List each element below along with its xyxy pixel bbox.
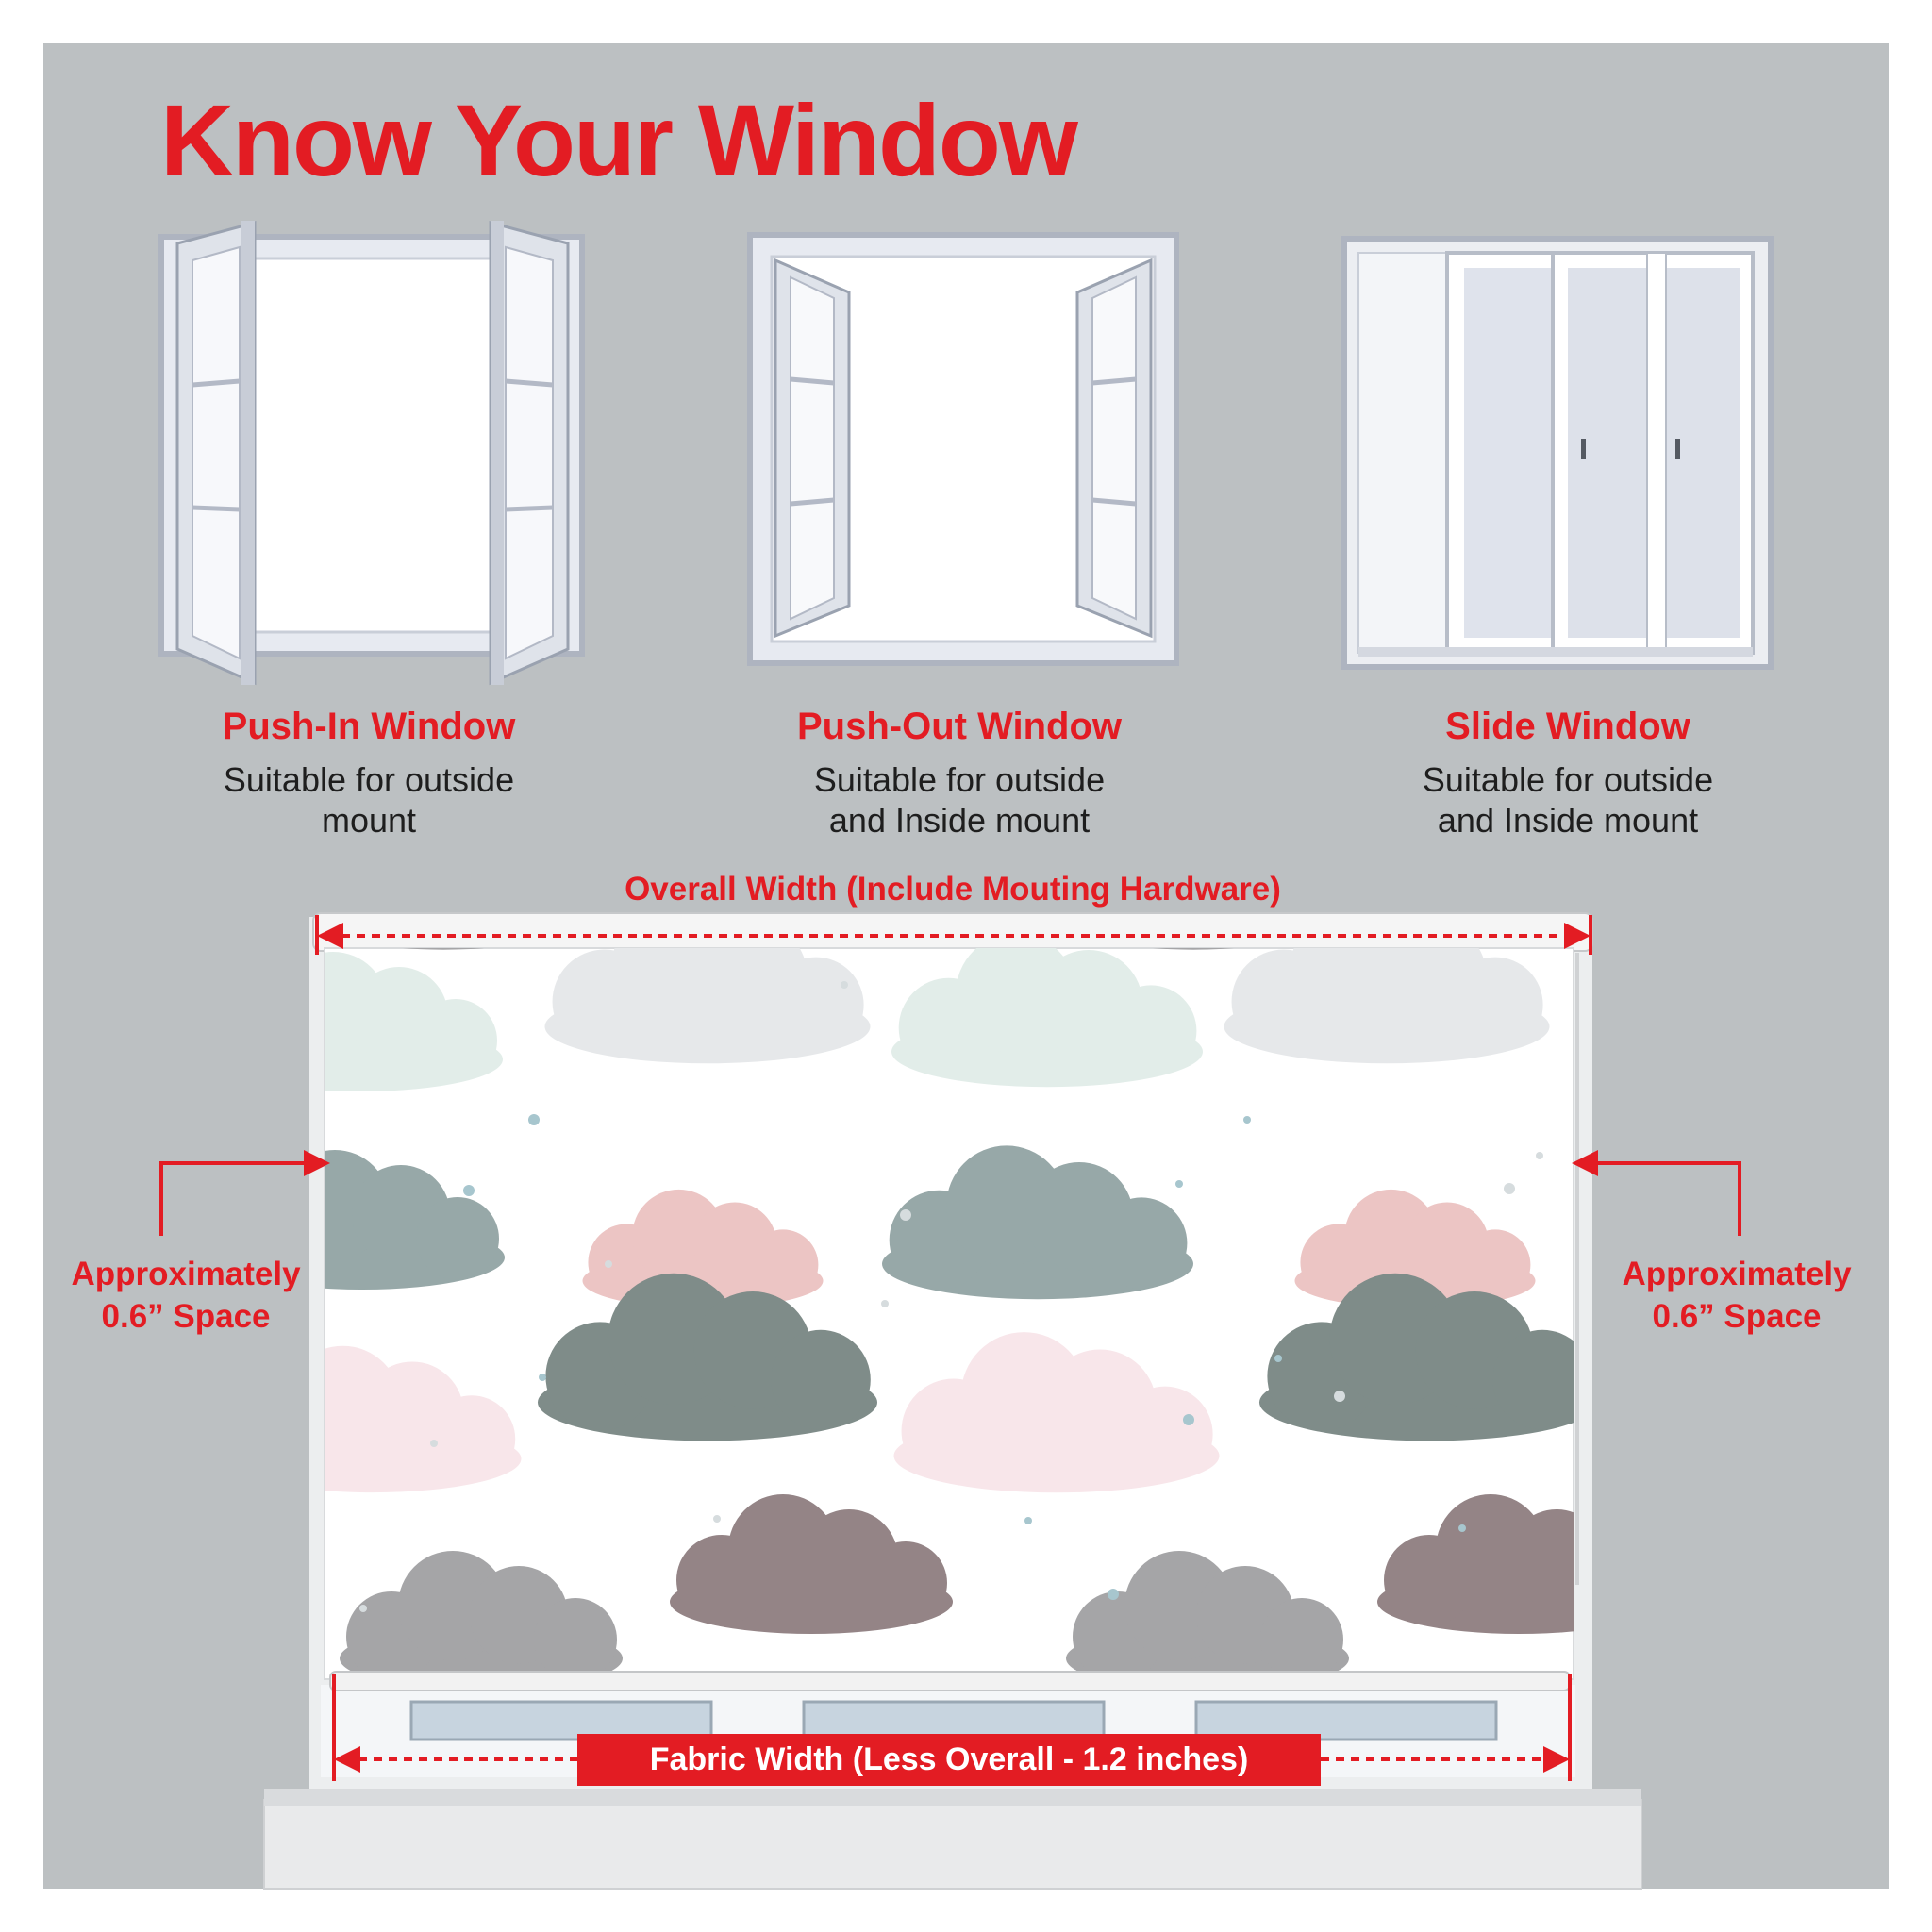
push-out-window-icon [747, 232, 1179, 666]
left-space-arrow [159, 1150, 330, 1236]
pattern-dot [1243, 1116, 1251, 1124]
cloud-shape [1224, 948, 1550, 1064]
pattern-dot [713, 1515, 721, 1523]
right-space-label: Approximately 0.6” Space [1600, 1253, 1874, 1338]
pattern-dot [430, 1440, 438, 1447]
slide-window-icon [1341, 236, 1774, 670]
cloud-shape [882, 1145, 1193, 1300]
pattern-dot [1024, 1517, 1032, 1524]
slide-window-label: Slide Window [1445, 706, 1690, 747]
pattern-dot [1504, 1183, 1515, 1194]
pattern-dot [1274, 1355, 1282, 1362]
cloud-shape [670, 1494, 953, 1634]
cloud-shape [340, 1551, 623, 1679]
cloud-shape [1066, 1551, 1349, 1679]
cloud-shape [403, 948, 484, 950]
right-space-line-2: 0.6” Space [1652, 1298, 1822, 1335]
push-out-window-label: Push-Out Window [796, 706, 1123, 747]
pattern-dot [1175, 1180, 1183, 1188]
push-in-desc-line-1: Suitable for outside [223, 760, 515, 799]
pattern-dot [463, 1185, 475, 1196]
right-space-arrow [1572, 1150, 1741, 1236]
pattern-dot [359, 1605, 367, 1612]
push-in-window-label: Push-In Window [222, 706, 516, 747]
left-space-line-1: Approximately [71, 1256, 301, 1292]
cloud-shape [325, 1150, 505, 1290]
pattern-dot [1536, 1152, 1543, 1159]
push-out-desc-line-1: Suitable for outside [813, 760, 1106, 799]
pattern-dot [528, 1114, 540, 1125]
blind-bottom-rail [329, 1671, 1571, 1691]
cloud-shape [891, 948, 1203, 1088]
pattern-dot [881, 1300, 889, 1307]
cloud-shape [893, 1332, 1220, 1493]
cloud-shape [1259, 1273, 1574, 1441]
cloud-shape [325, 1345, 522, 1493]
overall-width-label: Overall Width (Include Mouting Hardware) [625, 871, 1281, 908]
cloud-shape [325, 952, 503, 1091]
slide-desc-line-1: Suitable for outside [1422, 760, 1714, 799]
right-space-line-1: Approximately [1622, 1256, 1852, 1292]
window-sill [263, 1799, 1642, 1890]
pattern-dot [1334, 1391, 1345, 1402]
pattern-dot [841, 981, 848, 989]
push-in-window-icon [158, 221, 585, 686]
left-space-line-2: 0.6” Space [101, 1298, 271, 1335]
pattern-dot [900, 1209, 911, 1221]
cloud-shape [538, 1273, 877, 1441]
pattern-dot [1108, 1589, 1119, 1600]
push-in-desc-line-2: mount [321, 801, 417, 840]
overall-width-dimension [315, 915, 1592, 955]
cloud-shape [1377, 1494, 1574, 1634]
push-out-desc-line-2: and Inside mount [828, 801, 1091, 840]
pattern-dot [605, 1260, 612, 1268]
left-space-label: Approximately 0.6” Space [49, 1253, 323, 1338]
pattern-dot [539, 1374, 546, 1381]
pattern-dot [1458, 1524, 1466, 1532]
pattern-dot [1183, 1414, 1194, 1425]
cloud-pattern [325, 948, 1574, 1679]
slide-window-description: Suitable for outside and Inside mount [1323, 759, 1813, 841]
push-in-window-description: Suitable for outside mount [124, 759, 614, 841]
slide-desc-line-2: and Inside mount [1437, 801, 1699, 840]
fabric-width-label: Fabric Width (Less Overall - 1.2 inches) [577, 1734, 1321, 1786]
blind-headrail [312, 912, 1593, 952]
cloud-shape [544, 948, 871, 1064]
cloud-shape [1153, 948, 1234, 950]
push-out-window-description: Suitable for outside and Inside mount [714, 759, 1205, 841]
fabric-width-dimension [332, 1674, 1572, 1781]
page-title: Know Your Window [160, 83, 1078, 197]
